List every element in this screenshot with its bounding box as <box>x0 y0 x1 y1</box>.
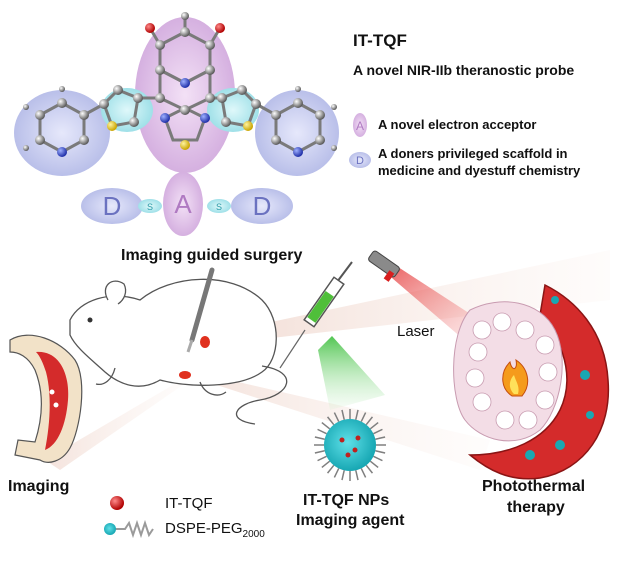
scheme-acceptor <box>163 172 203 236</box>
scheme-right-linker-label: S <box>216 202 222 212</box>
key-legend <box>104 496 154 539</box>
key-dspe-label: DSPE-PEG2000 <box>165 520 265 540</box>
key-dspe-subscript: 2000 <box>242 529 265 540</box>
nir-glow <box>318 336 385 410</box>
key-dspe-tail <box>116 519 154 539</box>
peg-chain <box>355 409 359 420</box>
probe-title: IT-TQF <box>353 31 407 50</box>
key-dspe-main: DSPE-PEG <box>165 520 243 537</box>
peg-chain <box>317 455 327 462</box>
mouse-ear <box>104 280 127 305</box>
scheme-acceptor-label: A <box>174 189 192 219</box>
key-itqf-label: IT-TQF <box>165 495 213 512</box>
mouse-tail <box>235 365 288 425</box>
legend-acceptor-marker <box>353 113 367 137</box>
label-imaging: Imaging <box>8 478 70 495</box>
mouse-front-leg <box>95 367 116 386</box>
key-dspe-head <box>104 523 116 535</box>
limb-signal <box>36 351 69 450</box>
peg-chain <box>341 470 345 481</box>
scheme-left-donor <box>81 188 143 224</box>
probe-subtitle: A novel NIR-IIb theranostic probe <box>353 62 575 78</box>
nanoparticle-icon <box>314 409 386 481</box>
imaging-limb <box>9 334 83 463</box>
mouse-hind-leg <box>199 381 227 396</box>
scheme-left-linker-label: S <box>147 202 153 212</box>
peg-chain <box>321 421 331 430</box>
mouse-illustration <box>69 278 288 425</box>
peg-chain <box>317 428 327 435</box>
peg-chain <box>373 428 383 435</box>
legend-donor-text-line2: medicine and dyestuff chemistry <box>378 163 581 178</box>
peg-chain <box>365 464 374 474</box>
peg-chain <box>375 436 386 440</box>
legend-markers: A D <box>349 113 371 168</box>
legend-acceptor-symbol: A <box>356 119 364 133</box>
legend-donor-marker <box>349 152 371 168</box>
peg-chain <box>355 470 359 481</box>
scheme-left-donor-label: D <box>103 191 122 221</box>
label-laser: Laser <box>397 323 435 340</box>
molecule-structure <box>14 12 339 176</box>
syringe-icon <box>279 261 353 369</box>
mouse-lymph-spot <box>179 371 191 379</box>
peg-chain <box>341 409 345 420</box>
peg-chain <box>314 436 325 440</box>
peg-chain <box>326 464 335 474</box>
scheme-right-donor <box>231 188 293 224</box>
peg-chain <box>373 455 383 462</box>
nanoparticle-markers <box>525 296 594 460</box>
label-imaging-agent: Imaging agent <box>296 512 405 529</box>
peg-chain <box>321 460 331 469</box>
peg-chain <box>369 460 379 469</box>
limb-outer <box>9 334 83 463</box>
donor-acceptor-scheme: D A D S S <box>81 172 293 236</box>
peg-chain <box>333 468 340 478</box>
mouse-tumor-spot <box>200 336 210 348</box>
peg-chain <box>375 450 386 454</box>
scheme-left-linker <box>138 199 162 213</box>
scalpel-icon <box>186 267 215 353</box>
flame-icon <box>502 358 529 397</box>
laser-pointer-icon <box>368 250 400 282</box>
peg-chain <box>365 416 374 426</box>
legend-donor-symbol: D <box>356 155 364 167</box>
scheme-right-linker <box>207 199 231 213</box>
label-therapy: therapy <box>507 499 565 516</box>
molecule-atoms <box>23 12 337 157</box>
beam-lower-left <box>45 375 190 470</box>
mouse-body <box>69 278 277 387</box>
tumor-tissue <box>453 283 610 480</box>
peg-chain <box>326 416 335 426</box>
peg-chain <box>360 468 367 478</box>
peg-chain <box>333 412 340 422</box>
tissue-vessel <box>467 283 610 480</box>
tissue-cell-nuclei <box>465 312 558 430</box>
peg-chain <box>314 450 325 454</box>
legend-acceptor-text: A novel electron acceptor <box>378 117 537 132</box>
mouse-eye <box>87 317 93 323</box>
label-photothermal: Photothermal <box>482 478 586 495</box>
peg-chain <box>369 421 379 430</box>
label-imaging-guided-surgery: Imaging guided surgery <box>121 247 303 264</box>
scheme-right-donor-label: D <box>253 191 272 221</box>
legend-donor-text-line1: A doners privileged scaffold in <box>378 146 568 161</box>
peg-chain <box>360 412 367 422</box>
key-itqf-marker <box>110 496 124 510</box>
label-nps: IT-TQF NPs <box>303 492 390 509</box>
